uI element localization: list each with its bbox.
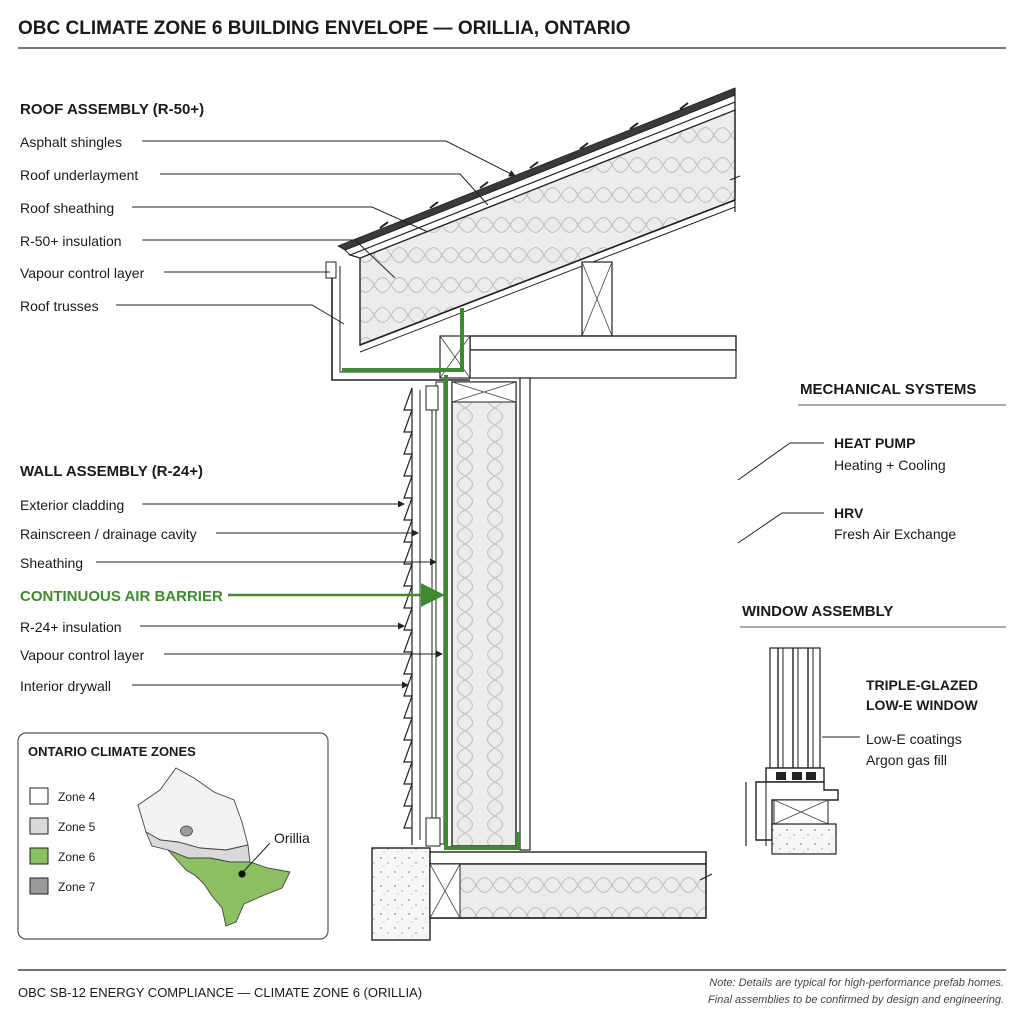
roof-label-vapour: Vapour control layer bbox=[20, 265, 145, 281]
zone7-label: Zone 7 bbox=[58, 880, 96, 894]
window-frame bbox=[745, 767, 839, 855]
page-title: OBC CLIMATE ZONE 6 BUILDING ENVELOPE — O… bbox=[18, 18, 631, 39]
subfloor bbox=[429, 851, 707, 865]
window-feature-argon: Argon gas fill bbox=[866, 752, 947, 768]
roof-air-barrier bbox=[342, 308, 464, 372]
roof-label-trusses: Roof trusses bbox=[20, 298, 99, 314]
zone6-region bbox=[167, 849, 291, 927]
window-section: WINDOW ASSEMBLY TRIPLE-GLAZED LOW-E WI bbox=[740, 603, 1006, 855]
window-feature-lowe: Low-E coatings bbox=[866, 731, 962, 747]
roof-leaders bbox=[116, 140, 516, 325]
floor-section bbox=[371, 847, 713, 941]
interior-drywall bbox=[519, 377, 531, 851]
foundation-wall bbox=[371, 847, 431, 941]
triple-glazing bbox=[769, 647, 821, 770]
zone4-label: Zone 4 bbox=[58, 790, 96, 804]
zone5-swatch bbox=[29, 817, 49, 835]
wall-label-sheathing: Sheathing bbox=[20, 555, 83, 571]
zone6-label: Zone 6 bbox=[58, 850, 96, 864]
roof-label-insulation: R-50+ insulation bbox=[20, 233, 122, 249]
wall-sheathing bbox=[435, 381, 445, 845]
ceiling-drywall bbox=[469, 349, 737, 379]
mechanical-heading: MECHANICAL SYSTEMS bbox=[800, 381, 976, 398]
hrv-desc: Fresh Air Exchange bbox=[834, 526, 956, 542]
orillia-label: Orillia bbox=[274, 830, 310, 846]
roof-section bbox=[325, 87, 741, 381]
roof-label-shingles: Asphalt shingles bbox=[20, 134, 122, 150]
roof-label-sheathing: Roof sheathing bbox=[20, 200, 114, 216]
heat-pump-desc: Heating + Cooling bbox=[834, 457, 946, 473]
orillia-dot bbox=[238, 870, 246, 878]
roof-label-underlayment: Roof underlayment bbox=[20, 167, 138, 183]
wall-label-insulation: R-24+ insulation bbox=[20, 619, 122, 635]
wall-heading: WALL ASSEMBLY (R-24+) bbox=[20, 463, 203, 480]
wall-label-drywall: Interior drywall bbox=[20, 678, 111, 694]
zone7-swatch bbox=[29, 877, 49, 895]
hrv-name: HRV bbox=[834, 505, 864, 521]
hrv-leader bbox=[737, 512, 824, 544]
wall-label-air-barrier: CONTINUOUS AIR BARRIER bbox=[20, 588, 223, 605]
wall-section bbox=[403, 375, 531, 851]
continuous-air-barrier-line bbox=[444, 375, 520, 850]
wall-label-cladding: Exterior cladding bbox=[20, 497, 124, 513]
footer-note-line2: Final assemblies to be confirmed by desi… bbox=[708, 994, 1004, 1006]
footer-compliance: OBC SB-12 ENERGY COMPLIANCE — CLIMATE ZO… bbox=[18, 985, 422, 1000]
wall-label-vapour: Vapour control layer bbox=[20, 647, 145, 663]
mechanical-section: MECHANICAL SYSTEMS HEAT PUMP Heating + C… bbox=[737, 381, 1006, 544]
fascia bbox=[331, 262, 470, 381]
window-name-line1: TRIPLE-GLAZED bbox=[866, 677, 978, 693]
climate-zone-inset: ONTARIO CLIMATE ZONES Zone 4 Zone 5 Zone… bbox=[17, 732, 329, 940]
roof-heading: ROOF ASSEMBLY (R-50+) bbox=[20, 101, 204, 118]
ceiling-joist bbox=[469, 335, 737, 351]
footer-note-line1: Note: Details are typical for high-perfo… bbox=[709, 977, 1004, 989]
wall-insulation bbox=[451, 381, 517, 847]
wall-leaders bbox=[96, 500, 445, 689]
shingle-tabs bbox=[379, 102, 689, 229]
ontario-map: Orillia bbox=[137, 767, 310, 927]
zone4-swatch bbox=[29, 787, 49, 805]
zone7-region bbox=[180, 825, 193, 837]
heat-pump-name: HEAT PUMP bbox=[834, 435, 915, 451]
floor-insulation bbox=[429, 863, 707, 919]
zone5-label: Zone 5 bbox=[58, 820, 96, 834]
wall-label-rainscreen: Rainscreen / drainage cavity bbox=[20, 526, 197, 542]
inset-heading: ONTARIO CLIMATE ZONES bbox=[28, 744, 196, 759]
heat-pump-leader bbox=[737, 442, 824, 481]
orillia-leader bbox=[243, 842, 271, 872]
exterior-cladding bbox=[403, 387, 413, 845]
window-name-line2: LOW-E WINDOW bbox=[866, 697, 978, 713]
window-heading: WINDOW ASSEMBLY bbox=[742, 603, 893, 620]
zone6-swatch bbox=[29, 847, 49, 865]
